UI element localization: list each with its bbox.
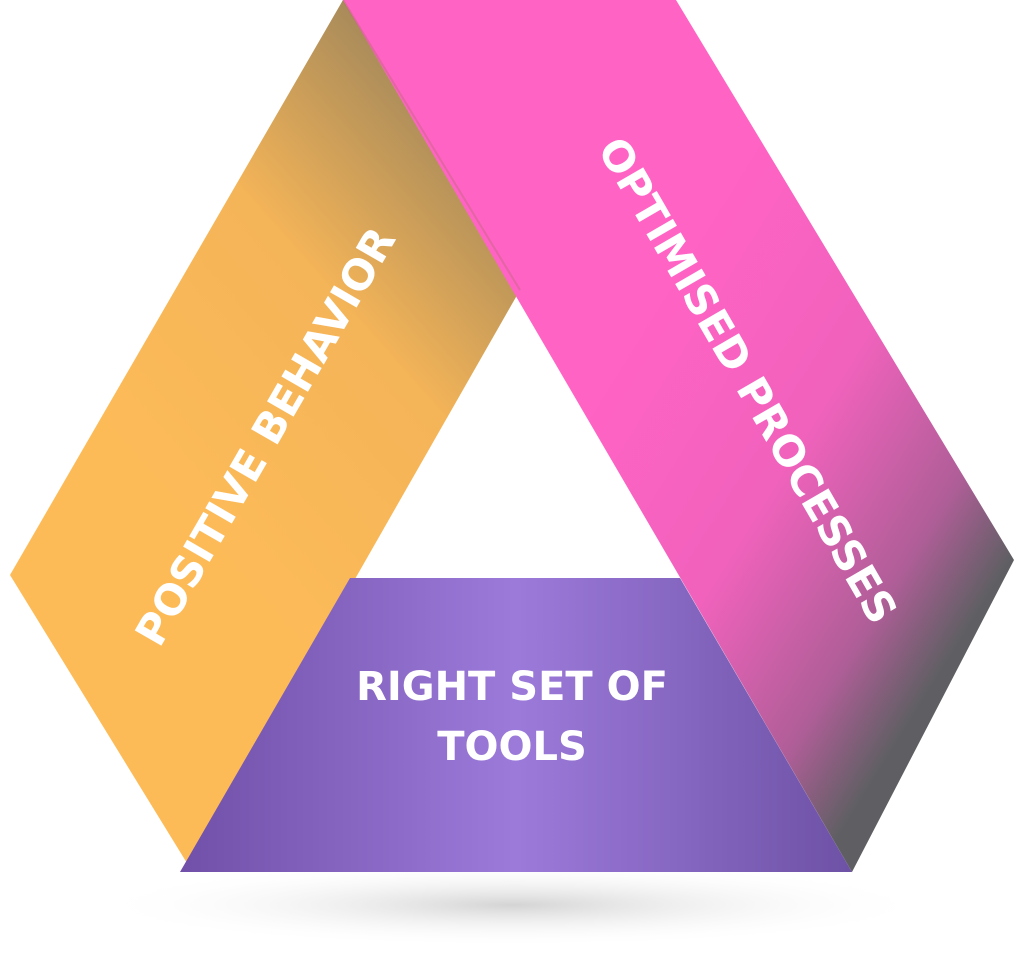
ground-shadow [92, 863, 932, 947]
band-seam [342, 0, 521, 291]
right-set-of-tools-label-line1: RIGHT SET OF [356, 664, 668, 710]
optimised-processes-band [343, 0, 1014, 872]
right-set-of-tools-band [180, 578, 852, 872]
right-set-of-tools-label-line2: TOOLS [437, 724, 587, 770]
positive-behavior-band [10, 0, 520, 868]
